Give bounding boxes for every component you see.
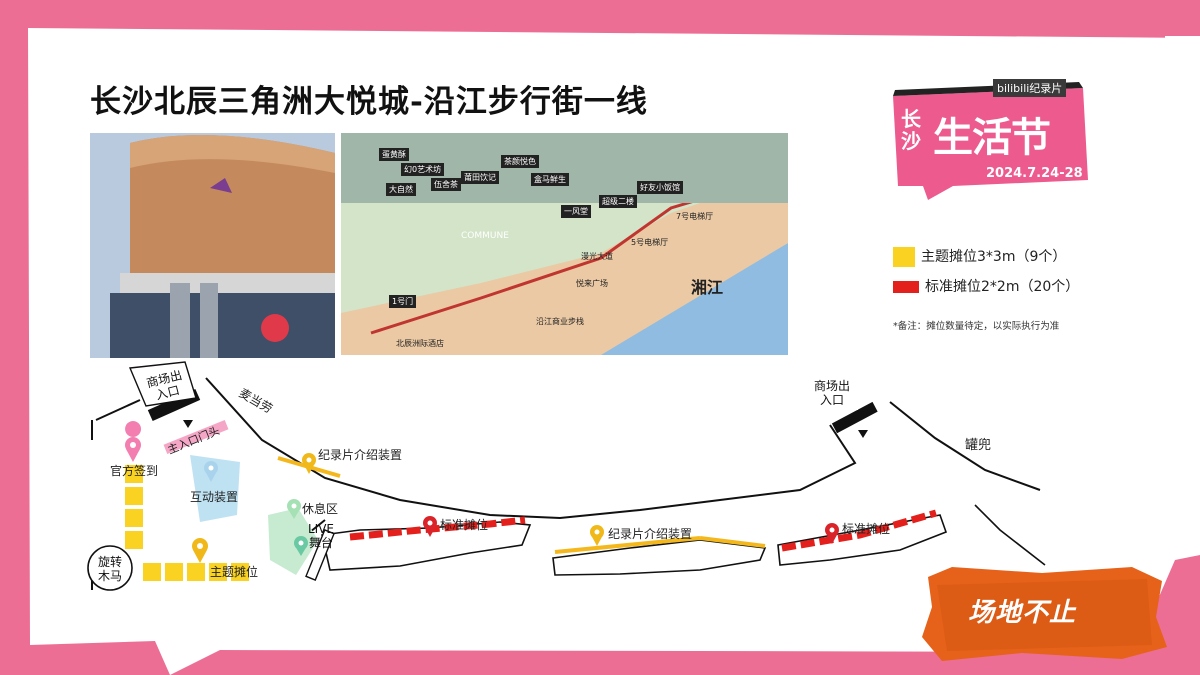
- page-title: 长沙北辰三角洲大悦城-沿江步行街一线: [90, 84, 648, 120]
- legend-note: *备注：摊位数量待定，以实际执行为准: [893, 321, 1060, 332]
- festival-city: 长沙: [901, 107, 921, 153]
- legend-theme: 主题摊位3*3m（9个）: [893, 246, 1066, 267]
- pin-interactive-icon: [204, 461, 218, 482]
- mini-map: 湘江 蛋黄酥 幻0艺术坊 大自然 伍舍茶 莆田饮记 茶颜悦色 盒马鲜生 一风堂 …: [341, 133, 788, 355]
- shop-label: 幻0艺术坊: [401, 163, 445, 176]
- carousel-label: 旋转木马: [97, 555, 122, 583]
- shop-label: 一风堂: [561, 205, 591, 218]
- hotel-label: 北辰洲际酒店: [396, 339, 444, 348]
- exit-label: 1号门: [389, 295, 417, 308]
- shop-label: 蛋黄酥: [379, 148, 409, 161]
- island-3: [777, 514, 948, 566]
- legend-standard-label: 标准摊位2*2m（20个）: [925, 279, 1080, 295]
- rest-area-label: 休息区: [302, 502, 339, 516]
- festival-name: 生活节: [933, 115, 1051, 161]
- guanbao-label: 罐兜: [965, 438, 992, 453]
- standard-booth-line-2: [781, 509, 937, 552]
- pin-rest-icon: [287, 499, 301, 519]
- entrance-bar-right: [831, 401, 878, 434]
- live-stage-label: LIVE舞台: [307, 522, 334, 550]
- legend-theme-swatch: [893, 247, 915, 267]
- business-label: 沿江商业步栈: [536, 317, 584, 326]
- legend-standard: 标准摊位2*2m（20个）: [893, 276, 1079, 296]
- square-label: 悦来广场: [576, 279, 608, 288]
- stamp-badge: [922, 567, 1167, 662]
- festival-dates: 2024.7.24-28: [986, 166, 1083, 181]
- shop-label: 盒马鲜生: [531, 173, 569, 186]
- pin-checkin-icon: [125, 421, 142, 462]
- mall-photo: [90, 133, 335, 358]
- commune-label: COMMUNE: [461, 231, 509, 241]
- brand-tag: bilibili纪录片: [993, 79, 1067, 97]
- interactive-zone: [190, 455, 240, 522]
- shop-label: 伍舍茶: [431, 178, 461, 191]
- legend-standard-swatch: [893, 281, 919, 293]
- theme-booth-label: 主题摊位: [210, 565, 259, 579]
- boulevard-label: 漫光大道: [581, 252, 613, 261]
- island-2: [552, 539, 767, 576]
- shop-label: 好友小饭馆: [637, 181, 683, 194]
- checkin-label: 官方签到: [110, 464, 159, 478]
- stamp-text: 场地不止: [968, 598, 1077, 628]
- standard-booth-line-1: [349, 516, 526, 541]
- pin-doc-icon-2: [590, 525, 604, 546]
- shop-label: 茶颜悦色: [501, 155, 539, 168]
- pin-standard-icon-2: [825, 523, 839, 544]
- shop-label: 超级二楼: [599, 195, 637, 208]
- doc-device-label-2: 纪录片介绍装置: [608, 527, 693, 541]
- theme-booths: [125, 465, 249, 581]
- shop-label: 大自然: [386, 183, 416, 196]
- elevator5-label: 5号电梯厅: [631, 238, 669, 247]
- elevator7-label: 7号电梯厅: [676, 212, 714, 221]
- festival-logo: bilibili纪录片 长沙 生活节 2024.7.24-28: [893, 78, 1093, 203]
- pin-doc-icon-1: [302, 453, 316, 474]
- river-name: 湘江: [691, 278, 723, 297]
- legend-theme-label: 主题摊位3*3m（9个）: [921, 249, 1067, 265]
- entrance-right-label: 商场出入口: [813, 379, 850, 407]
- pin-live-icon: [294, 536, 308, 556]
- carousel-circle: [87, 545, 133, 591]
- standard-booth-label-1: 标准摊位: [440, 518, 489, 532]
- doc-device-label-1: 纪录片介绍装置: [318, 448, 403, 462]
- rest-area-zone: [268, 508, 318, 575]
- standard-booth-label-2: 标准摊位: [842, 522, 891, 536]
- pin-standard-icon-1: [423, 516, 437, 537]
- interactive-label: 互动装置: [190, 490, 239, 504]
- shop-label: 莆田饮记: [461, 171, 499, 184]
- pin-theme-icon: [192, 538, 208, 563]
